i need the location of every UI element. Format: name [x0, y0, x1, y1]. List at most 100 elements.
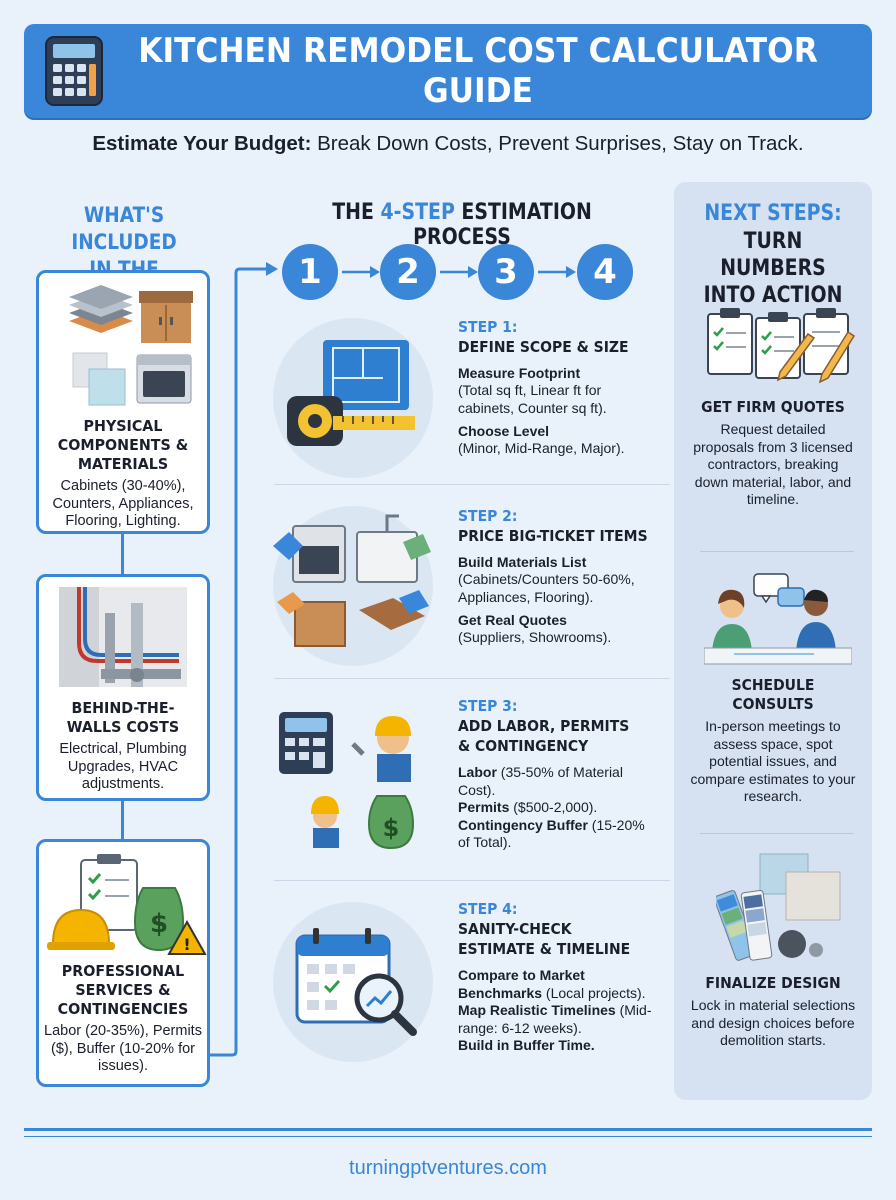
- card-text: Labor (20-35%), Permits ($), Buffer (10-…: [44, 1023, 202, 1074]
- step2-illustration: [273, 506, 433, 666]
- connector-line: [121, 801, 124, 839]
- step-detail: (Total sq ft, Linear ft for cabinets, Co…: [458, 382, 607, 416]
- step-subheading: Get Real Quotes: [458, 612, 567, 628]
- subtitle-rest: Break Down Costs, Prevent Surprises, Sta…: [311, 132, 804, 155]
- svg-text:$: $: [150, 909, 168, 939]
- left-title-line1: WHAT'S INCLUDED: [71, 203, 177, 254]
- detail-bold: Build in Buffer Time.: [458, 1037, 595, 1053]
- connector-line: [121, 534, 124, 574]
- step-number-4: 4: [577, 244, 633, 300]
- detail-bold: Map Realistic Timelines: [458, 1002, 616, 1018]
- card-physical-components: PHYSICAL COMPONENTS & MATERIALS Cabinets…: [36, 270, 210, 534]
- next-steps-divider: [700, 551, 854, 552]
- step-number-2: 2: [380, 244, 436, 300]
- step-divider: [274, 484, 670, 485]
- step-detail: (Suppliers, Showrooms).: [458, 629, 612, 645]
- step4-illustration: [273, 902, 433, 1062]
- detail-text: (Local projects).: [542, 984, 646, 1001]
- step-detail: Compare to Market Benchmarks (Local proj…: [458, 967, 658, 1002]
- card-text: Cabinets (30-40%), Counters, Appliances,…: [52, 478, 194, 529]
- next-step-title: SCHEDULE CONSULTS: [731, 676, 815, 713]
- process-title-pre: THE: [332, 200, 381, 225]
- step-detail: (Minor, Mid-Range, Major).: [458, 440, 625, 456]
- next-step-text: Lock in material selections and design c…: [690, 997, 856, 1048]
- step-number-1: 1: [282, 244, 338, 300]
- next-step-quotes: GET FIRM QUOTES Request detailed proposa…: [690, 398, 856, 509]
- header-banner: KITCHEN REMODEL COST CALCULATOR GUIDE: [24, 24, 872, 118]
- step-subheading: Measure Footprint: [458, 365, 581, 381]
- subtitle: Estimate Your Budget: Break Down Costs, …: [0, 132, 896, 156]
- calendar-magnifier-icon: [295, 928, 417, 1036]
- step-detail: Map Realistic Timelines (Mid-range: 6-12…: [458, 1002, 658, 1037]
- step2-text: STEP 2: PRICE BIG-TICKET ITEMS Build Mat…: [458, 507, 658, 647]
- step-detail: Contingency Buffer (15-20% of Total).: [458, 817, 658, 852]
- step-number-3: 3: [478, 244, 534, 300]
- page-title: KITCHEN REMODEL COST CALCULATOR GUIDE: [138, 31, 818, 111]
- step-arrows: [342, 266, 576, 278]
- next-step-title: FINALIZE DESIGN: [705, 974, 841, 992]
- clipboard-quotes-icon: [707, 308, 856, 384]
- process-title: THE 4-STEP ESTIMATION PROCESS: [290, 200, 634, 250]
- next-step-text: Request detailed proposals from 3 licens…: [693, 421, 853, 507]
- step-subheading: Choose Level: [458, 423, 550, 439]
- detail-text: (Mid-range: 6-12 weeks).: [458, 1002, 652, 1036]
- flow-connector-arrow: [210, 262, 278, 1057]
- next-step-design: FINALIZE DESIGN Lock in material selecti…: [690, 974, 856, 1050]
- detail-text: ($500-2,000).: [509, 799, 598, 815]
- step-divider: [274, 880, 670, 881]
- card-title: PROFESSIONAL SERVICES & CONTINGENCIES: [57, 962, 189, 1018]
- step-subheading: Build Materials List: [458, 554, 587, 570]
- detail-bold: Labor: [458, 764, 497, 780]
- labor-permits-icon: $: [279, 712, 415, 850]
- step-heading: DEFINE SCOPE & SIZE: [458, 338, 629, 356]
- step-detail: Build in Buffer Time.: [458, 1037, 658, 1055]
- footer-rule: [24, 1136, 872, 1137]
- svg-text:!: !: [183, 935, 190, 954]
- card-title: PHYSICAL COMPONENTS & MATERIALS: [57, 417, 189, 473]
- next-steps-title: NEXT STEPS:: [704, 201, 842, 226]
- next-step-text: In-person meetings to assess space, spot…: [690, 718, 856, 804]
- step1-text: STEP 1: DEFINE SCOPE & SIZE Measure Foot…: [458, 318, 658, 458]
- step-heading: SANITY-CHECK: [458, 920, 572, 938]
- detail-text: (15-20% of Total).: [458, 816, 645, 851]
- step3-illustration: $: [273, 698, 433, 858]
- svg-text:$: $: [383, 814, 400, 842]
- process-title-accent: 4-STEP: [380, 200, 455, 225]
- next-steps-divider: [700, 833, 854, 834]
- next-steps-subtitle-line1: TURN NUMBERS: [720, 229, 826, 281]
- detail-bold: Permits: [458, 799, 510, 815]
- step-detail: Labor (35-50% of Material Cost).: [458, 764, 658, 799]
- step4-text: STEP 4: SANITY-CHECK ESTIMATE & TIMELINE…: [458, 900, 658, 1055]
- footer-rule: [24, 1128, 872, 1131]
- next-step-title: GET FIRM QUOTES: [701, 398, 845, 416]
- step-label: STEP 1:: [458, 318, 518, 336]
- next-step-consults: SCHEDULE CONSULTS In-person meetings to …: [690, 676, 856, 806]
- step-divider: [274, 678, 670, 679]
- blueprint-tape-icon: [287, 340, 415, 446]
- big-ticket-items-icon: [273, 514, 431, 647]
- step3-text: STEP 3: ADD LABOR, PERMITS & CONTINGENCY…: [458, 697, 658, 852]
- step-detail: Permits ($500-2,000).: [458, 799, 658, 817]
- card-title: BEHIND-THE-WALLS COSTS: [66, 699, 180, 736]
- detail-bold: Compare to Market Benchmarks: [458, 967, 585, 1001]
- pipes-wires-icon: [59, 587, 187, 687]
- subtitle-bold: Estimate Your Budget:: [92, 132, 312, 155]
- step-label: STEP 2:: [458, 507, 518, 525]
- step1-illustration: [273, 318, 433, 478]
- step-heading: ESTIMATE & TIMELINE: [458, 940, 631, 958]
- swatches-samples-icon: [716, 853, 841, 961]
- step-label: STEP 3:: [458, 697, 518, 715]
- next-steps-subtitle: TURN NUMBERS INTO ACTION: [688, 228, 858, 309]
- calculator-icon: [45, 36, 103, 106]
- detail-bold: Contingency Buffer: [458, 816, 588, 833]
- step-heading: ADD LABOR, PERMITS: [458, 717, 630, 735]
- materials-icon: [69, 285, 193, 406]
- step-detail: (Cabinets/Counters 50-60%, Appliances, F…: [458, 571, 635, 605]
- next-steps-subtitle-line2: INTO ACTION: [703, 283, 843, 308]
- step-label: STEP 4:: [458, 900, 518, 918]
- step-heading: & CONTINGENCY: [458, 737, 589, 755]
- card-behind-walls: BEHIND-THE-WALLS COSTS Electrical, Plumb…: [36, 574, 210, 801]
- card-professional-services: $ ! PROFESSIONAL SERVICES & CONTINGENCIE…: [36, 839, 210, 1087]
- footer-site[interactable]: turningptventures.com: [349, 1157, 547, 1179]
- detail-text: (35-50% of Material Cost).: [458, 764, 623, 798]
